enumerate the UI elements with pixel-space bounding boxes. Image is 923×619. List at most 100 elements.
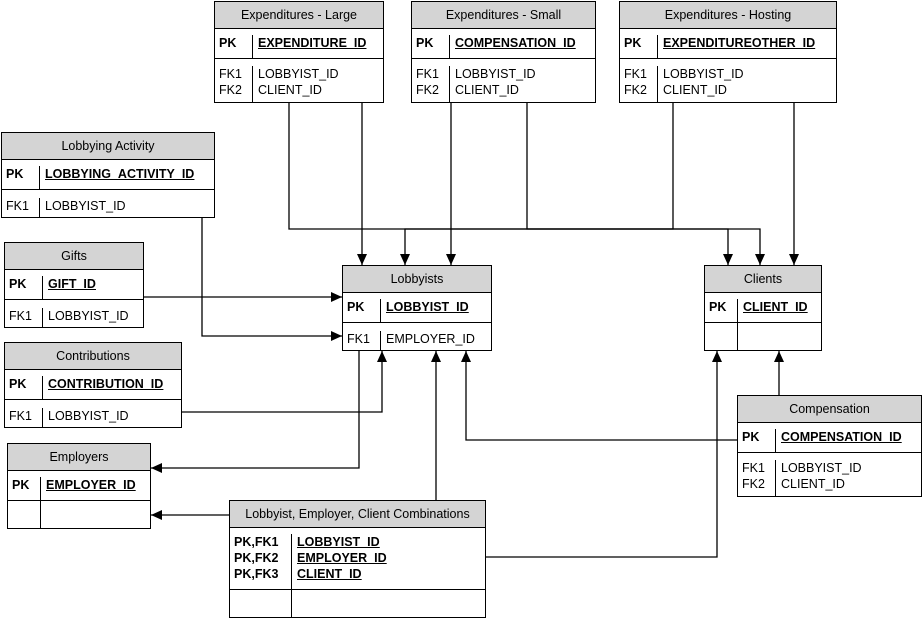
connector-combinations-to-employers: [151, 510, 229, 520]
fk-label: FK2: [742, 477, 765, 491]
pk-label: PK: [9, 277, 27, 291]
fk-field: LOBBYIST_ID: [663, 67, 744, 81]
table-lobbyist-employer-client-combinations[interactable]: Lobbyist, Employer, Client Combinations …: [229, 500, 486, 618]
arrowhead-icon: [723, 254, 733, 265]
fk-label: FK1: [9, 409, 32, 423]
pk-field: CLIENT_ID: [297, 567, 362, 581]
pk-section: PK COMPENSATION_ID: [738, 423, 921, 453]
pk-label: PK: [742, 430, 760, 444]
connector-compensation-to-lobbyists: [461, 351, 737, 441]
connector-gifts-to-lobbyists: [144, 292, 342, 302]
pk-section: PK CLIENT_ID: [705, 293, 821, 323]
fk-label: FK2: [219, 83, 242, 97]
table-compensation[interactable]: Compensation PK COMPENSATION_ID FK1 FK2 …: [737, 395, 922, 497]
table-clients[interactable]: Clients PK CLIENT_ID: [704, 265, 822, 351]
fk-section: [8, 501, 150, 529]
arrowhead-icon: [151, 510, 162, 520]
pk-field: GIFT_ID: [48, 277, 96, 291]
table-title: Contributions: [5, 343, 181, 370]
pk-field: EMPLOYER_ID: [46, 478, 136, 492]
connector-hosting-to-clients: [789, 103, 799, 265]
table-gifts[interactable]: Gifts PK GIFT_ID FK1 LOBBYIST_ID: [4, 242, 144, 328]
arrowhead-icon: [712, 351, 722, 362]
fk-field: LOBBYIST_ID: [258, 67, 339, 81]
connector-hosting-to-lobbyists: [400, 103, 674, 265]
arrowhead-icon: [357, 254, 367, 265]
fk-field: LOBBYIST_ID: [45, 199, 126, 213]
pk-section: PK LOBBYING_ACTIVITY_ID: [2, 160, 214, 190]
table-title: Clients: [705, 266, 821, 293]
fk-label: FK1: [347, 332, 370, 346]
arrowhead-icon: [774, 351, 784, 362]
pk-section: PK COMPENSATION_ID: [412, 29, 595, 59]
fk-label: FK1: [416, 67, 439, 81]
pk-field: COMPENSATION_ID: [455, 36, 576, 50]
fk-section: FK1 LOBBYIST_ID: [2, 190, 214, 218]
pk-section: PK EMPLOYER_ID: [8, 471, 150, 501]
pk-label: PK: [12, 478, 30, 492]
fk-label: FK1: [624, 67, 647, 81]
arrowhead-icon: [331, 331, 342, 341]
pk-field: LOBBYIST_ID: [386, 300, 469, 314]
fk-field: CLIENT_ID: [663, 83, 727, 97]
pk-label: PK: [9, 377, 27, 391]
table-title: Expenditures - Large: [215, 2, 383, 29]
fk-field: CLIENT_ID: [455, 83, 519, 97]
table-employers[interactable]: Employers PK EMPLOYER_ID: [7, 443, 151, 529]
connector-compensation-to-clients: [774, 351, 784, 395]
fk-label: FK2: [416, 83, 439, 97]
table-expenditures-hosting[interactable]: Expenditures - Hosting PK EXPENDITUREOTH…: [619, 1, 837, 103]
fk-field: LOBBYIST_ID: [455, 67, 536, 81]
arrowhead-icon: [789, 254, 799, 265]
fk-section: FK1 LOBBYIST_ID: [5, 400, 181, 428]
table-expenditures-large[interactable]: Expenditures - Large PK EXPENDITURE_ID F…: [214, 1, 384, 103]
fk-field: LOBBYIST_ID: [48, 309, 129, 323]
pk-field: EMPLOYER_ID: [297, 551, 387, 565]
pk-section: PK,FK1 PK,FK2 PK,FK3 LOBBYIST_ID EMPLOYE…: [230, 528, 485, 590]
table-title: Lobbying Activity: [2, 133, 214, 160]
fk-field: CLIENT_ID: [258, 83, 322, 97]
fk-label: FK1: [742, 461, 765, 475]
fk-section: [705, 323, 821, 351]
table-lobbyists[interactable]: Lobbyists PK LOBBYIST_ID FK1 EMPLOYER_ID: [342, 265, 492, 351]
fk-field: LOBBYIST_ID: [48, 409, 129, 423]
table-expenditures-small[interactable]: Expenditures - Small PK COMPENSATION_ID …: [411, 1, 596, 103]
fk-section: FK1 FK2 LOBBYIST_ID CLIENT_ID: [412, 59, 595, 103]
table-lobbying-activity[interactable]: Lobbying Activity PK LOBBYING_ACTIVITY_I…: [1, 132, 215, 218]
fk-label: FK1: [9, 309, 32, 323]
fk-section: FK1 FK2 LOBBYIST_ID CLIENT_ID: [620, 59, 836, 103]
pk-label: PK,FK1: [234, 535, 279, 549]
table-title: Compensation: [738, 396, 921, 423]
arrowhead-icon: [377, 351, 387, 362]
fk-section: FK1 LOBBYIST_ID: [5, 300, 143, 328]
table-contributions[interactable]: Contributions PK CONTRIBUTION_ID FK1 LOB…: [4, 342, 182, 428]
pk-section: PK CONTRIBUTION_ID: [5, 370, 181, 400]
fk-label: FK2: [624, 83, 647, 97]
connector-small-to-lobbyists: [446, 103, 456, 265]
arrowhead-icon: [431, 351, 441, 362]
fk-label: FK1: [6, 199, 29, 213]
pk-field: EXPENDITURE_ID: [258, 36, 367, 50]
fk-field: EMPLOYER_ID: [386, 332, 475, 346]
fk-field: LOBBYIST_ID: [781, 461, 862, 475]
arrowhead-icon: [461, 351, 471, 362]
pk-label: PK: [624, 36, 642, 50]
connector-lobbyists-to-employers: [151, 351, 360, 473]
connector-large-to-clients: [288, 103, 733, 265]
fk-section: FK1 FK2 LOBBYIST_ID CLIENT_ID: [738, 453, 921, 497]
pk-label: PK: [219, 36, 237, 50]
fk-label: FK1: [219, 67, 242, 81]
table-title: Expenditures - Small: [412, 2, 595, 29]
arrowhead-icon: [755, 254, 765, 265]
arrowhead-icon: [331, 292, 342, 302]
table-title: Employers: [8, 444, 150, 471]
table-title: Lobbyist, Employer, Client Combinations: [230, 501, 485, 528]
connector-combinations-to-lobbyists: [431, 351, 441, 500]
pk-section: PK EXPENDITURE_ID: [215, 29, 383, 59]
fk-field: CLIENT_ID: [781, 477, 845, 491]
pk-field: EXPENDITUREOTHER_ID: [663, 36, 816, 50]
fk-section: FK1 FK2 LOBBYIST_ID CLIENT_ID: [215, 59, 383, 103]
pk-field: LOBBYING_ACTIVITY_ID: [45, 167, 195, 181]
arrowhead-icon: [151, 463, 162, 473]
